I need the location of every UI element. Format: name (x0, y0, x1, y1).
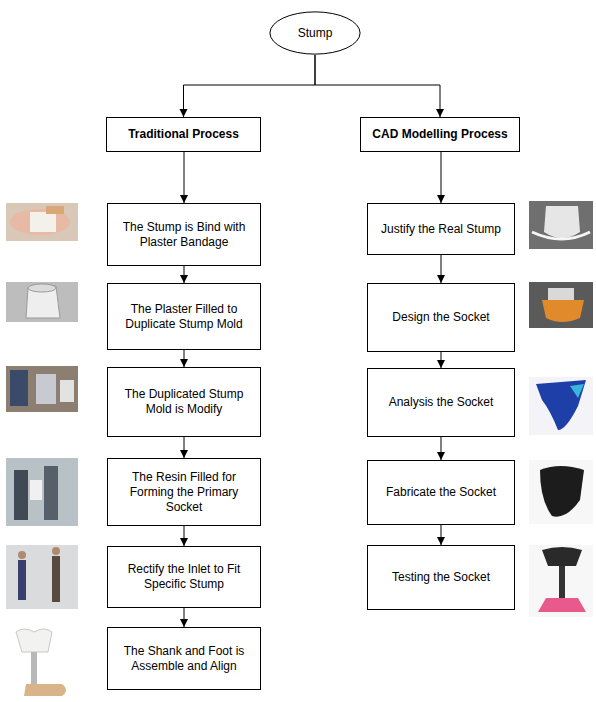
process-box: Testing the Socket (367, 545, 515, 610)
flow-arrow (441, 437, 442, 460)
process-box: The Resin Filled for Forming the Primary… (107, 458, 261, 526)
column-header: CAD Modelling Process (360, 117, 520, 152)
flow-arrow (441, 255, 442, 283)
stump-scan-photo (529, 201, 593, 249)
box-text: Analysis the Socket (383, 395, 500, 410)
column-header: Traditional Process (106, 117, 261, 152)
printed-socket-photo (529, 460, 593, 524)
stress-analysis-photo (529, 377, 593, 435)
box-text: The Duplicated Stump Mold is Modify (108, 387, 260, 417)
process-box: The Shank and Foot is Assemble and Align (107, 627, 261, 690)
box-text: Design the Socket (386, 310, 495, 325)
header-text: CAD Modelling Process (366, 127, 513, 142)
prosthesis-photo (16, 629, 66, 696)
process-box: Rectify the Inlet to Fit Specific Stump (107, 546, 261, 608)
box-text: Fabricate the Socket (380, 485, 502, 500)
flow-arrow (184, 350, 185, 367)
box-text: Stump (292, 26, 339, 41)
flow-arrow (441, 152, 442, 203)
plaster-mold-photo (6, 282, 78, 322)
flow-arrow (184, 152, 185, 203)
process-box: Design the Socket (367, 283, 515, 352)
box-text: Rectify the Inlet to Fit Specific Stump (108, 562, 260, 592)
process-box: Fabricate the Socket (367, 460, 515, 525)
start-ellipse: Stump (269, 11, 361, 55)
box-text: The Stump is Bind with Plaster Bandage (108, 220, 260, 250)
flow-arrow (184, 266, 185, 283)
box-text: Testing the Socket (386, 570, 496, 585)
socket-test-photo (529, 545, 593, 617)
bandage-photo (6, 203, 78, 241)
process-box: Justify the Real Stump (367, 203, 515, 255)
flow-arrow (184, 608, 185, 627)
flow-arrow (184, 55, 316, 117)
box-text: The Shank and Foot is Assemble and Align (108, 644, 260, 674)
fitting-photo (6, 545, 78, 609)
process-box: The Duplicated Stump Mold is Modify (107, 367, 261, 437)
flow-arrow (184, 437, 185, 458)
box-text: The Plaster Filled to Duplicate Stump Mo… (108, 302, 260, 332)
flow-arrow (441, 525, 442, 545)
header-text: Traditional Process (122, 127, 245, 142)
ellipse-shape (270, 12, 360, 54)
process-box: The Stump is Bind with Plaster Bandage (107, 203, 261, 266)
box-text: The Resin Filled for Forming the Primary… (108, 470, 260, 515)
flow-arrow (315, 55, 440, 117)
process-box: The Plaster Filled to Duplicate Stump Mo… (107, 283, 261, 350)
box-text: Justify the Real Stump (375, 222, 507, 237)
workshop-photo (6, 366, 78, 412)
socket-design-photo (529, 282, 593, 328)
resin-photo (6, 458, 78, 526)
process-box: Analysis the Socket (367, 368, 515, 437)
flow-arrow (441, 352, 442, 368)
flow-arrow (184, 526, 185, 546)
